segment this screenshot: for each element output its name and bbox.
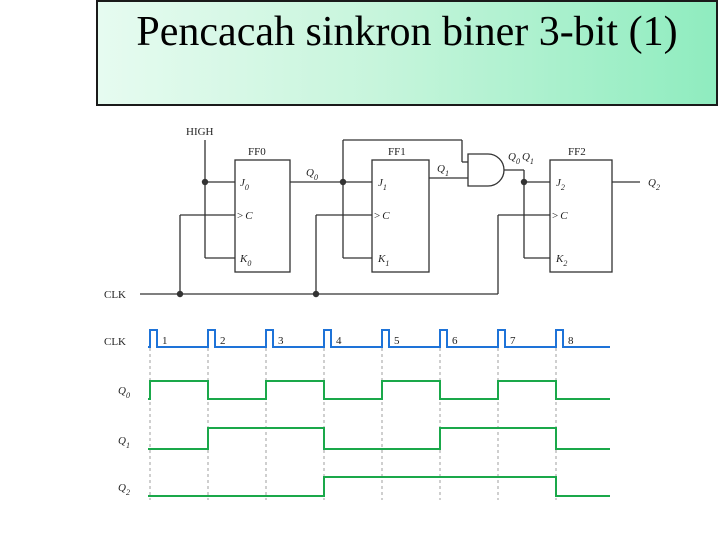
pulse-number-4: 4 xyxy=(336,335,342,347)
ff0-q-label: Q0 xyxy=(306,167,318,182)
ff2-box xyxy=(549,159,613,273)
junction-dot xyxy=(312,290,320,298)
pulse-number-3: 3 xyxy=(278,335,284,347)
timing-waves xyxy=(148,329,610,497)
ff1-clock-arrow: >C xyxy=(374,210,390,222)
pulse-number-1: 1 xyxy=(162,335,168,347)
signal-label-sub: 1 xyxy=(126,441,130,450)
junction-dot xyxy=(201,178,209,186)
signal-label-q0: Q0 xyxy=(118,385,130,400)
signal-waveform-q1 xyxy=(148,427,610,450)
ff0-clock-arrow: >C xyxy=(237,210,253,222)
ff1-box xyxy=(371,159,430,273)
ff1-name: FF1 xyxy=(388,146,406,158)
junction-dots xyxy=(176,178,528,298)
circuit-diagram xyxy=(140,139,640,295)
ff1-j-label: J1 xyxy=(378,177,387,192)
signal-waveform-q2 xyxy=(148,476,610,497)
ff2-q-label: Q2 xyxy=(648,177,660,192)
ff2-name: FF2 xyxy=(568,146,586,158)
signal-label-q2: Q2 xyxy=(118,482,130,497)
ff0-j-label: J0 xyxy=(240,177,249,192)
ff0-k-label: K0 xyxy=(239,253,251,268)
high-label: HIGH xyxy=(186,126,214,138)
circuit-labels: HIGH CLK FF0 FF1 FF2 J0 >C K0 Q0 J1 >C K… xyxy=(104,126,660,301)
ff1-k-label: K1 xyxy=(377,253,389,268)
circuit-clk-label: CLK xyxy=(104,289,126,301)
title-box: Pencacah sinkron biner 3-bit (1) xyxy=(96,0,718,106)
junction-dot xyxy=(339,178,347,186)
timing-guides xyxy=(149,330,557,500)
signal-label-sub: 2 xyxy=(126,488,130,497)
junction-dot xyxy=(520,178,528,186)
signal-waveform-q0 xyxy=(148,380,610,400)
ff2-j-label: J2 xyxy=(556,177,565,192)
signal-label-q1: Q1 xyxy=(118,435,130,450)
page-title: Pencacah sinkron biner 3-bit (1) xyxy=(136,9,678,55)
ff1-q-label: Q1 xyxy=(437,163,449,178)
pulse-number-2: 2 xyxy=(220,335,226,347)
pulse-number-8: 8 xyxy=(568,335,574,347)
ff2-k-label: K2 xyxy=(555,253,567,268)
pulse-number-6: 6 xyxy=(452,335,458,347)
ff0-box xyxy=(234,159,291,273)
ff0-name: FF0 xyxy=(248,146,266,158)
signal-label-sub: 0 xyxy=(126,391,130,400)
and-gate xyxy=(467,153,505,187)
pulse-number-5: 5 xyxy=(394,335,400,347)
timing-clk-label: CLK xyxy=(104,336,126,348)
clock-waveform xyxy=(148,329,610,348)
pulse-number-7: 7 xyxy=(510,335,516,347)
junction-dot xyxy=(176,290,184,298)
pulse-number-labels: 1 2 3 4 5 6 7 8 xyxy=(162,335,574,347)
ff2-clock-arrow: >C xyxy=(552,210,568,222)
